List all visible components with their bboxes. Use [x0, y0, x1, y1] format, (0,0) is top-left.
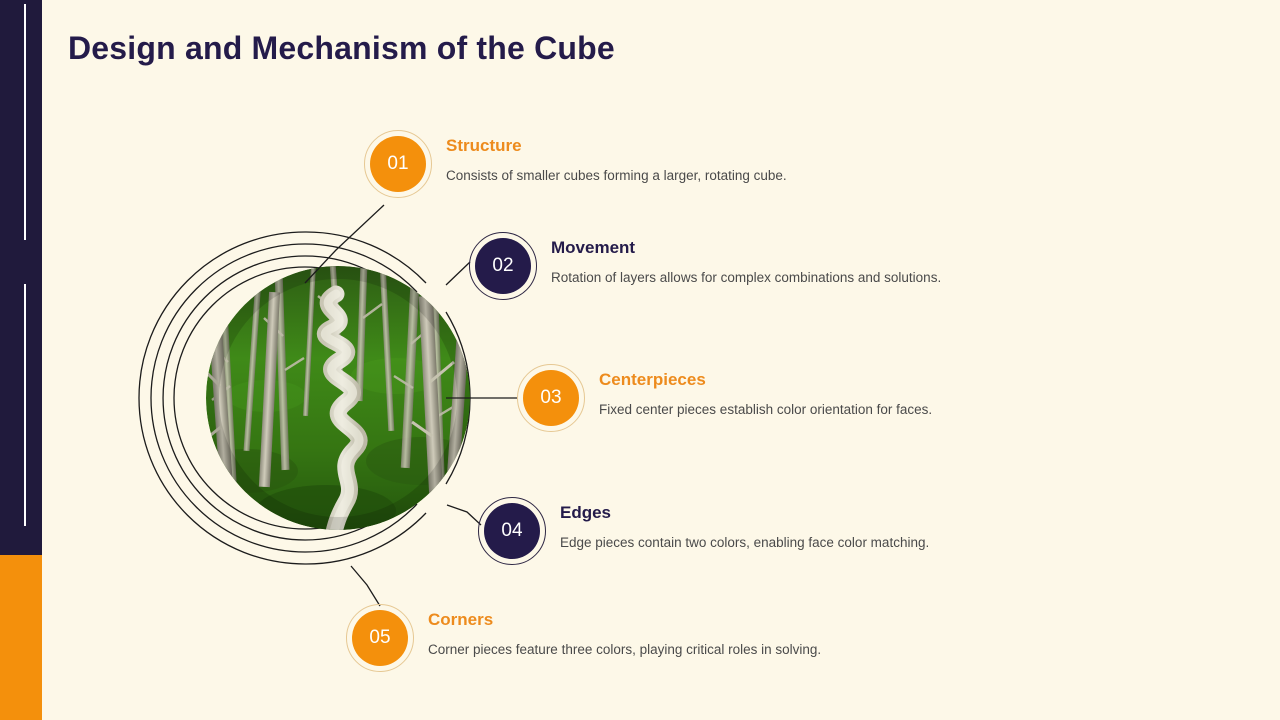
step-1-title: Structure	[446, 136, 522, 155]
step-1-badge[interactable]: 01	[370, 136, 426, 192]
step-2-badge-ring	[469, 232, 537, 300]
rail-accent-line-top	[24, 4, 26, 240]
rail-orange-block	[0, 555, 42, 720]
step-5-badge-ring	[346, 604, 414, 672]
left-decorative-rail	[0, 0, 42, 720]
step-5-description: Corner pieces feature three colors, play…	[428, 642, 822, 657]
step-2-description: Rotation of layers allows for complex co…	[551, 270, 942, 285]
step-2-text: Movement Rotation of layers allows for c…	[551, 238, 941, 285]
rail-dark-block	[0, 0, 42, 555]
step-5-badge[interactable]: 05	[352, 610, 408, 666]
step-2-title: Movement	[551, 238, 636, 257]
step-1-description: Consists of smaller cubes forming a larg…	[446, 168, 787, 183]
step-4-description: Edge pieces contain two colors, enabling…	[560, 535, 930, 550]
step-2-badge[interactable]: 02	[475, 238, 531, 294]
step-1-badge-ring	[364, 130, 432, 198]
forest-path-image	[206, 266, 470, 530]
step-4-badge-ring	[478, 497, 546, 565]
step-3-badge[interactable]: 03	[523, 370, 579, 426]
step-5-title: Corners	[428, 610, 494, 629]
step-3-description: Fixed center pieces establish color orie…	[599, 402, 933, 417]
central-circle-graphic	[130, 198, 480, 598]
step-5-text: Corners Corner pieces feature three colo…	[428, 610, 821, 657]
step-4-badge[interactable]: 04	[484, 503, 540, 559]
page-title: Design and Mechanism of the Cube	[68, 30, 615, 66]
rail-accent-line-bottom	[24, 284, 26, 526]
step-3-title: Centerpieces	[599, 370, 706, 389]
step-4-title: Edges	[560, 503, 612, 522]
step-1-text: Structure Consists of smaller cubes form…	[446, 136, 787, 183]
step-3-badge-ring	[517, 364, 585, 432]
step-3-text: Centerpieces Fixed center pieces establi…	[599, 370, 932, 417]
step-4-text: Edges Edge pieces contain two colors, en…	[560, 503, 929, 550]
